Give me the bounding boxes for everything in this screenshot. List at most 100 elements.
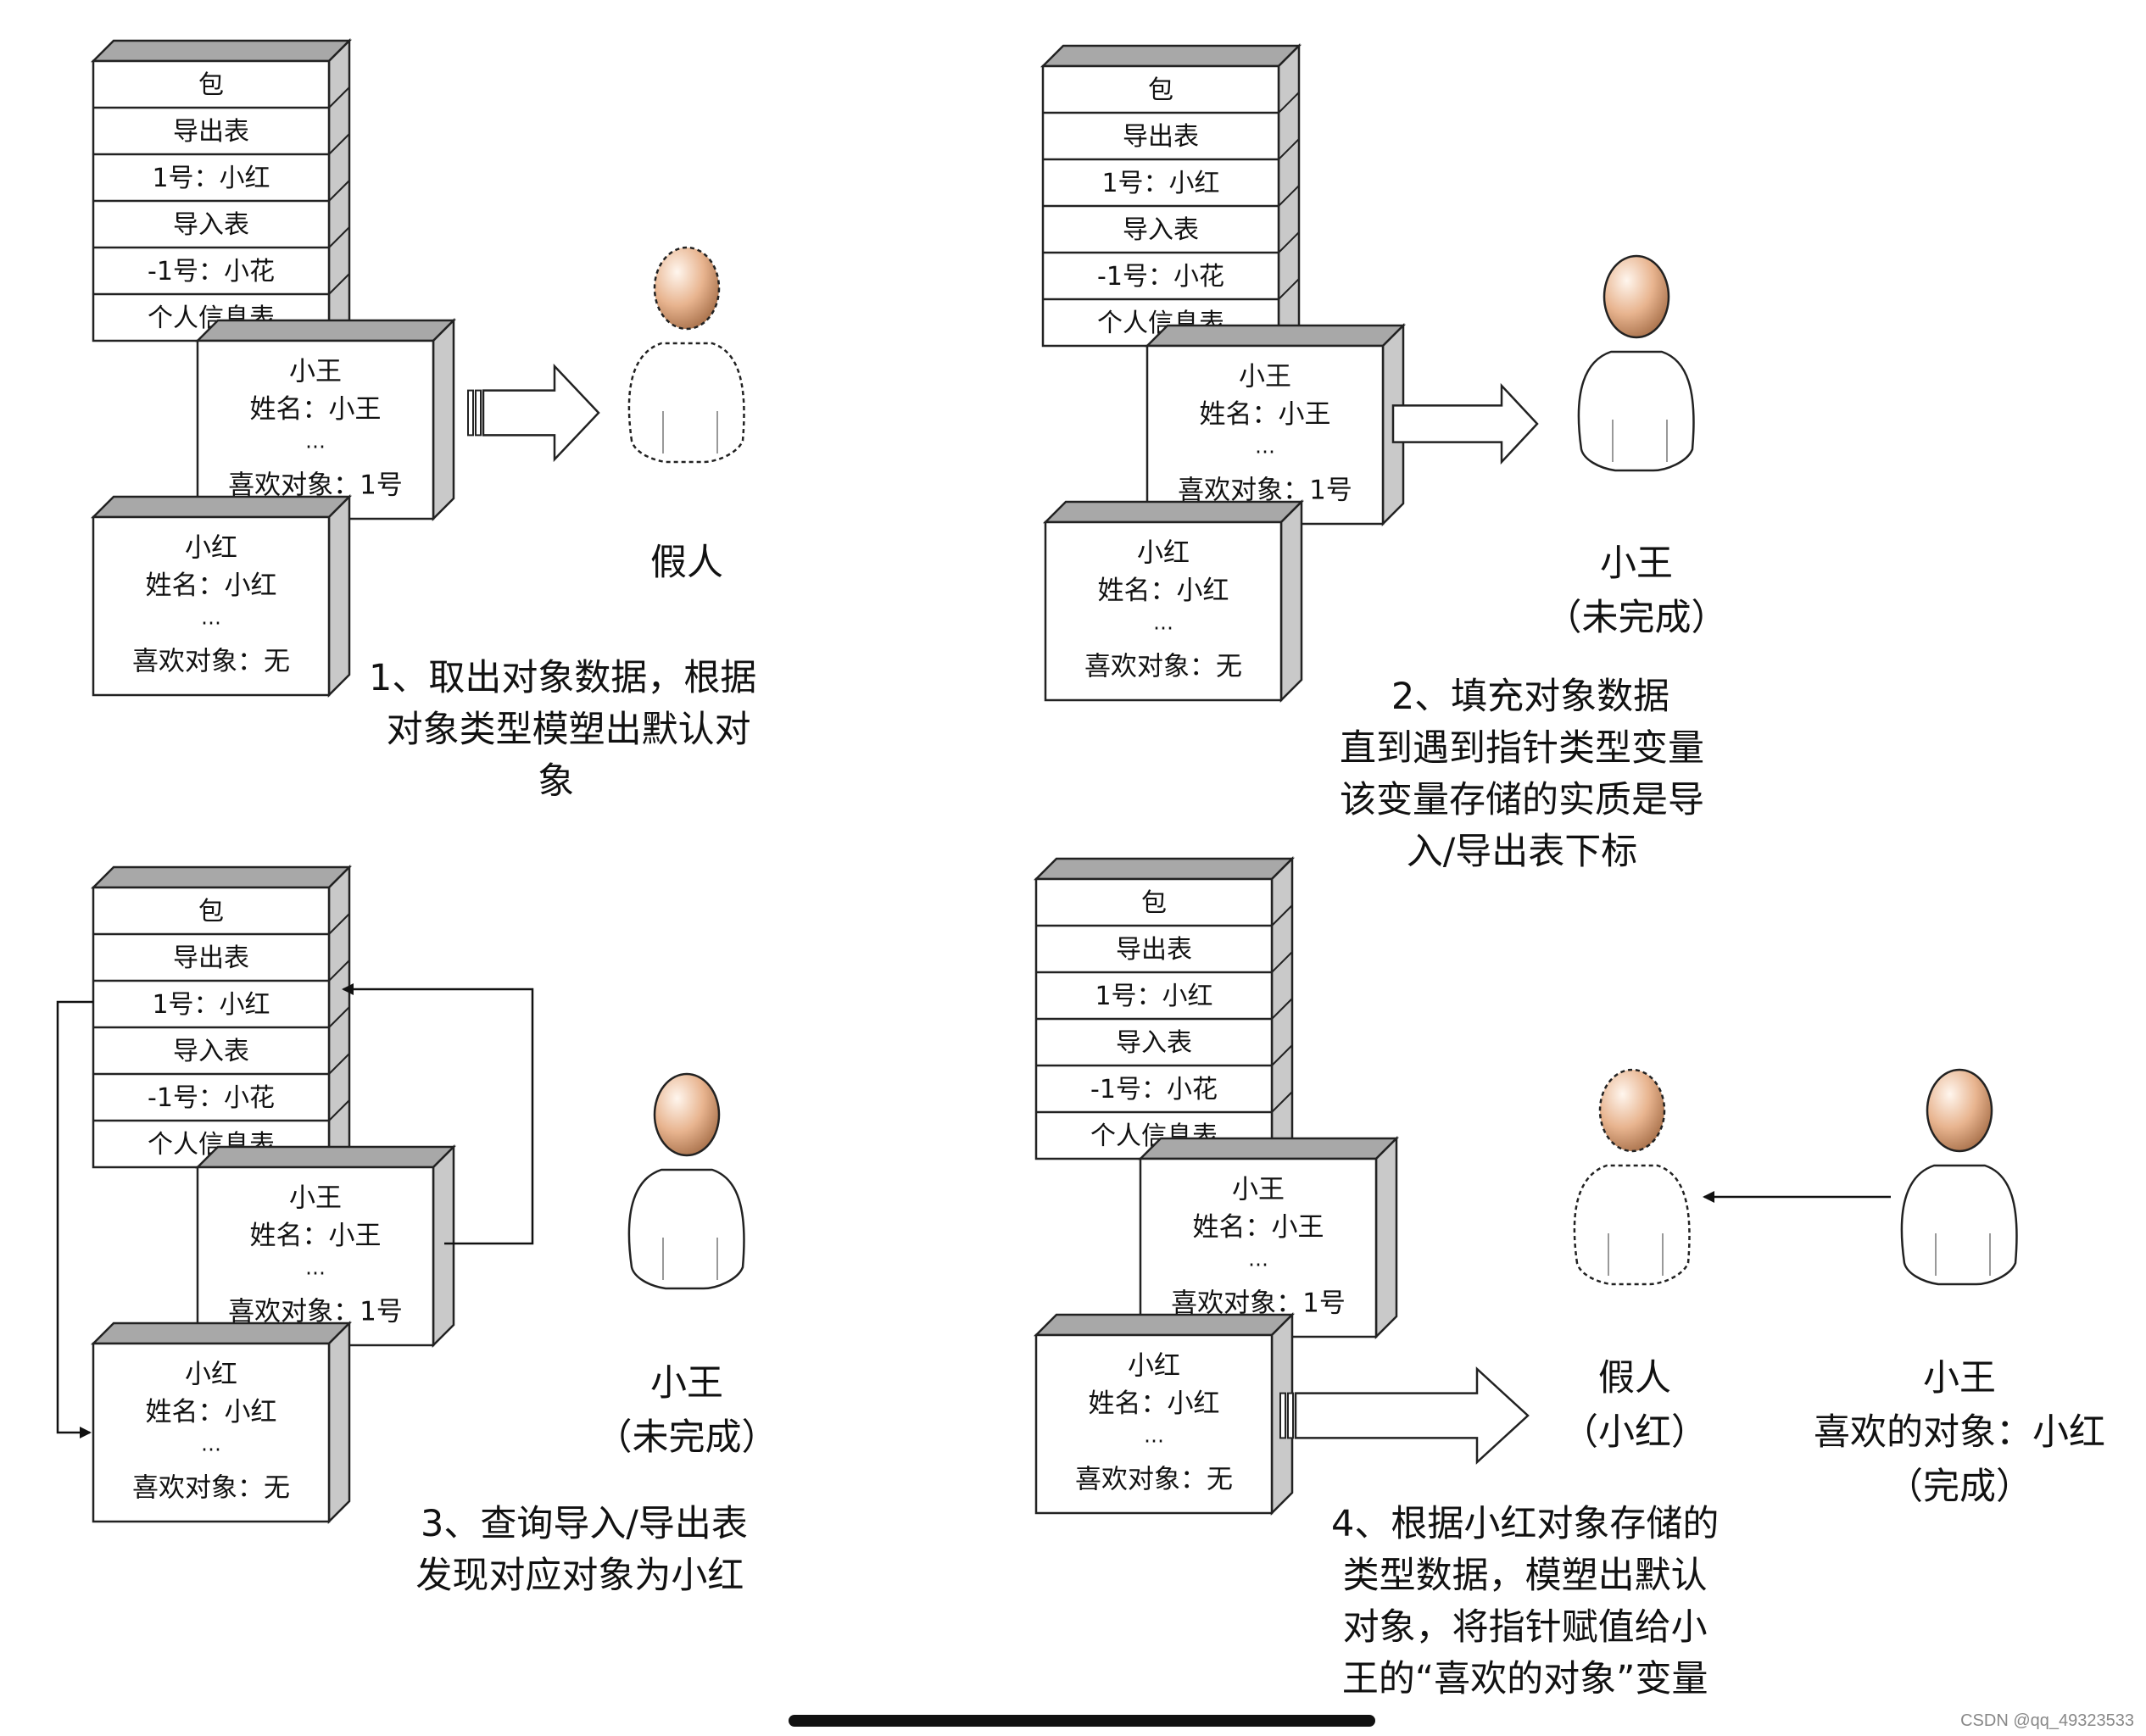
p4-package-row: 导出表 <box>1116 935 1192 965</box>
p1-wang-box-side <box>432 317 455 522</box>
p2-wang-box-line: 姓名：小王 <box>1200 399 1331 430</box>
p1-big-arrow <box>467 363 600 463</box>
p4-package-top <box>1033 857 1296 881</box>
p4-wang-box-line: 喜欢对象：1号 <box>1171 1288 1346 1319</box>
p4-wang-box-side <box>1374 1135 1398 1340</box>
p1-package-row: 导入表 <box>173 210 249 240</box>
p3-package-side-divider <box>328 1053 350 1075</box>
p1-hong-box-line: 小红 <box>185 532 237 563</box>
p2-package-side-divider <box>1278 278 1300 300</box>
p1-big-arrow-shape <box>482 363 600 463</box>
p3-package-row: 导出表 <box>173 943 249 973</box>
p3-package-row: -1号：小花 <box>148 1083 275 1113</box>
p3-hong-box-side <box>327 1320 351 1525</box>
p1-dummy-figure <box>627 246 745 464</box>
p4-hong-box-front <box>1034 1333 1274 1515</box>
p1-wang-box-line: … <box>305 429 326 453</box>
p2-package-side-divider <box>1278 231 1300 253</box>
p1-package-side-divider <box>328 226 350 248</box>
p2-big-arrow <box>1391 382 1539 465</box>
p2-hong-box-front <box>1044 520 1283 702</box>
p2-hong-box-line: 姓名：小红 <box>1098 576 1229 606</box>
p4-hong-box-line: 喜欢对象：无 <box>1075 1465 1233 1495</box>
p4-dummy-figure <box>1573 1068 1691 1286</box>
p1-hong-box-top <box>90 495 353 519</box>
p4-big-arrow <box>1279 1366 1530 1465</box>
p3-hong-box-line: 喜欢对象：无 <box>132 1473 290 1504</box>
p3-wang-box-line: … <box>305 1255 326 1279</box>
p2-package-row: 导入表 <box>1123 215 1199 245</box>
p1-big-arrow-bar <box>467 389 474 437</box>
p3-package-side-divider <box>328 913 350 935</box>
p4-hong-box-line: 小红 <box>1128 1350 1180 1381</box>
p1-package-side-divider <box>328 86 350 108</box>
p2-package-row: 1号：小红 <box>1101 169 1219 198</box>
p2-package-side-divider <box>1278 92 1300 114</box>
p4-package-row: 导入表 <box>1116 1028 1192 1058</box>
p2-wang-box-front <box>1145 344 1385 526</box>
p2-package-row: 导出表 <box>1123 122 1199 152</box>
p4-big-arrow-bar <box>1279 1392 1286 1439</box>
p1-package-row: 包 <box>198 70 224 100</box>
p2-hong-box-top <box>1042 500 1305 524</box>
p4-wang-box-front <box>1139 1157 1378 1338</box>
p4-big-arrow-bar <box>1287 1392 1294 1439</box>
p4-package-row: 包 <box>1141 888 1167 918</box>
p1-package-side-divider <box>328 273 350 295</box>
p3-package-side-divider <box>328 1099 350 1121</box>
p1-big-arrow-bar <box>475 389 482 437</box>
p4-package-row: -1号：小花 <box>1090 1075 1218 1104</box>
p1-hong-box-line: … <box>201 605 221 629</box>
p4-package-side-divider <box>1271 951 1293 973</box>
p1-package-side-divider <box>328 133 350 155</box>
p3-package-row: 1号：小红 <box>152 990 270 1020</box>
p2-wang-figure <box>1577 254 1695 472</box>
p1-wang-box-front <box>196 339 435 520</box>
p2-wang-box-line: 喜欢对象：1号 <box>1178 476 1352 506</box>
p1-hong-box-front <box>92 515 331 697</box>
p2-hong-box-line: 喜欢对象：无 <box>1084 652 1242 682</box>
p1-hong-box-line: 姓名：小红 <box>146 570 277 601</box>
p3-package-side-divider <box>328 1006 350 1028</box>
p3-wang-box-line: 喜欢对象：1号 <box>228 1297 403 1327</box>
p1-wang-box-line: 小王 <box>289 356 342 387</box>
p2-big-arrow-shape <box>1391 382 1539 465</box>
p4-package-side-divider <box>1271 1091 1293 1113</box>
p2-wang-figure-head <box>1603 254 1670 339</box>
p4-hong-box-line: … <box>1144 1423 1164 1447</box>
p3-caption: 3、查询导入/导出表 发现对应对象为小红 <box>415 1503 748 1597</box>
p3-figure-label: 小王 （未完成） <box>595 1362 778 1459</box>
p2-hong-box-line: 小红 <box>1137 537 1190 568</box>
p3-package-top <box>90 865 353 889</box>
p2-package-row: 包 <box>1148 75 1173 105</box>
p4-wang-box-line: 小王 <box>1232 1174 1285 1205</box>
p4-wang-box-line: … <box>1248 1247 1268 1271</box>
p4-package-row: 1号：小红 <box>1095 982 1212 1011</box>
p4-wang-figure-head <box>1926 1068 1993 1153</box>
p1-package-row: -1号：小花 <box>148 257 275 287</box>
p1-wang-box-line: 姓名：小王 <box>250 394 382 425</box>
p4-wang-box-top <box>1137 1137 1400 1160</box>
p4-wang-figure-body <box>1900 1164 2018 1286</box>
p3-wang-figure <box>627 1072 745 1290</box>
p3-lookup-arrow <box>342 983 534 1245</box>
p3-wang-box-front <box>196 1166 435 1347</box>
p1-package-side-divider <box>328 180 350 202</box>
p3-hong-box-line: 姓名：小红 <box>146 1397 277 1427</box>
p4-dummy-label: 假人 （小红） <box>1562 1357 1708 1454</box>
p3-wang-figure-head <box>653 1072 721 1157</box>
p3-wang-box-line: 小王 <box>289 1182 342 1213</box>
p2-wang-box-top <box>1144 324 1407 348</box>
p4-wang-label: 小王 喜欢的对象：小红 （完成） <box>1814 1357 2105 1508</box>
p3-wang-box-line: 姓名：小王 <box>250 1221 382 1251</box>
